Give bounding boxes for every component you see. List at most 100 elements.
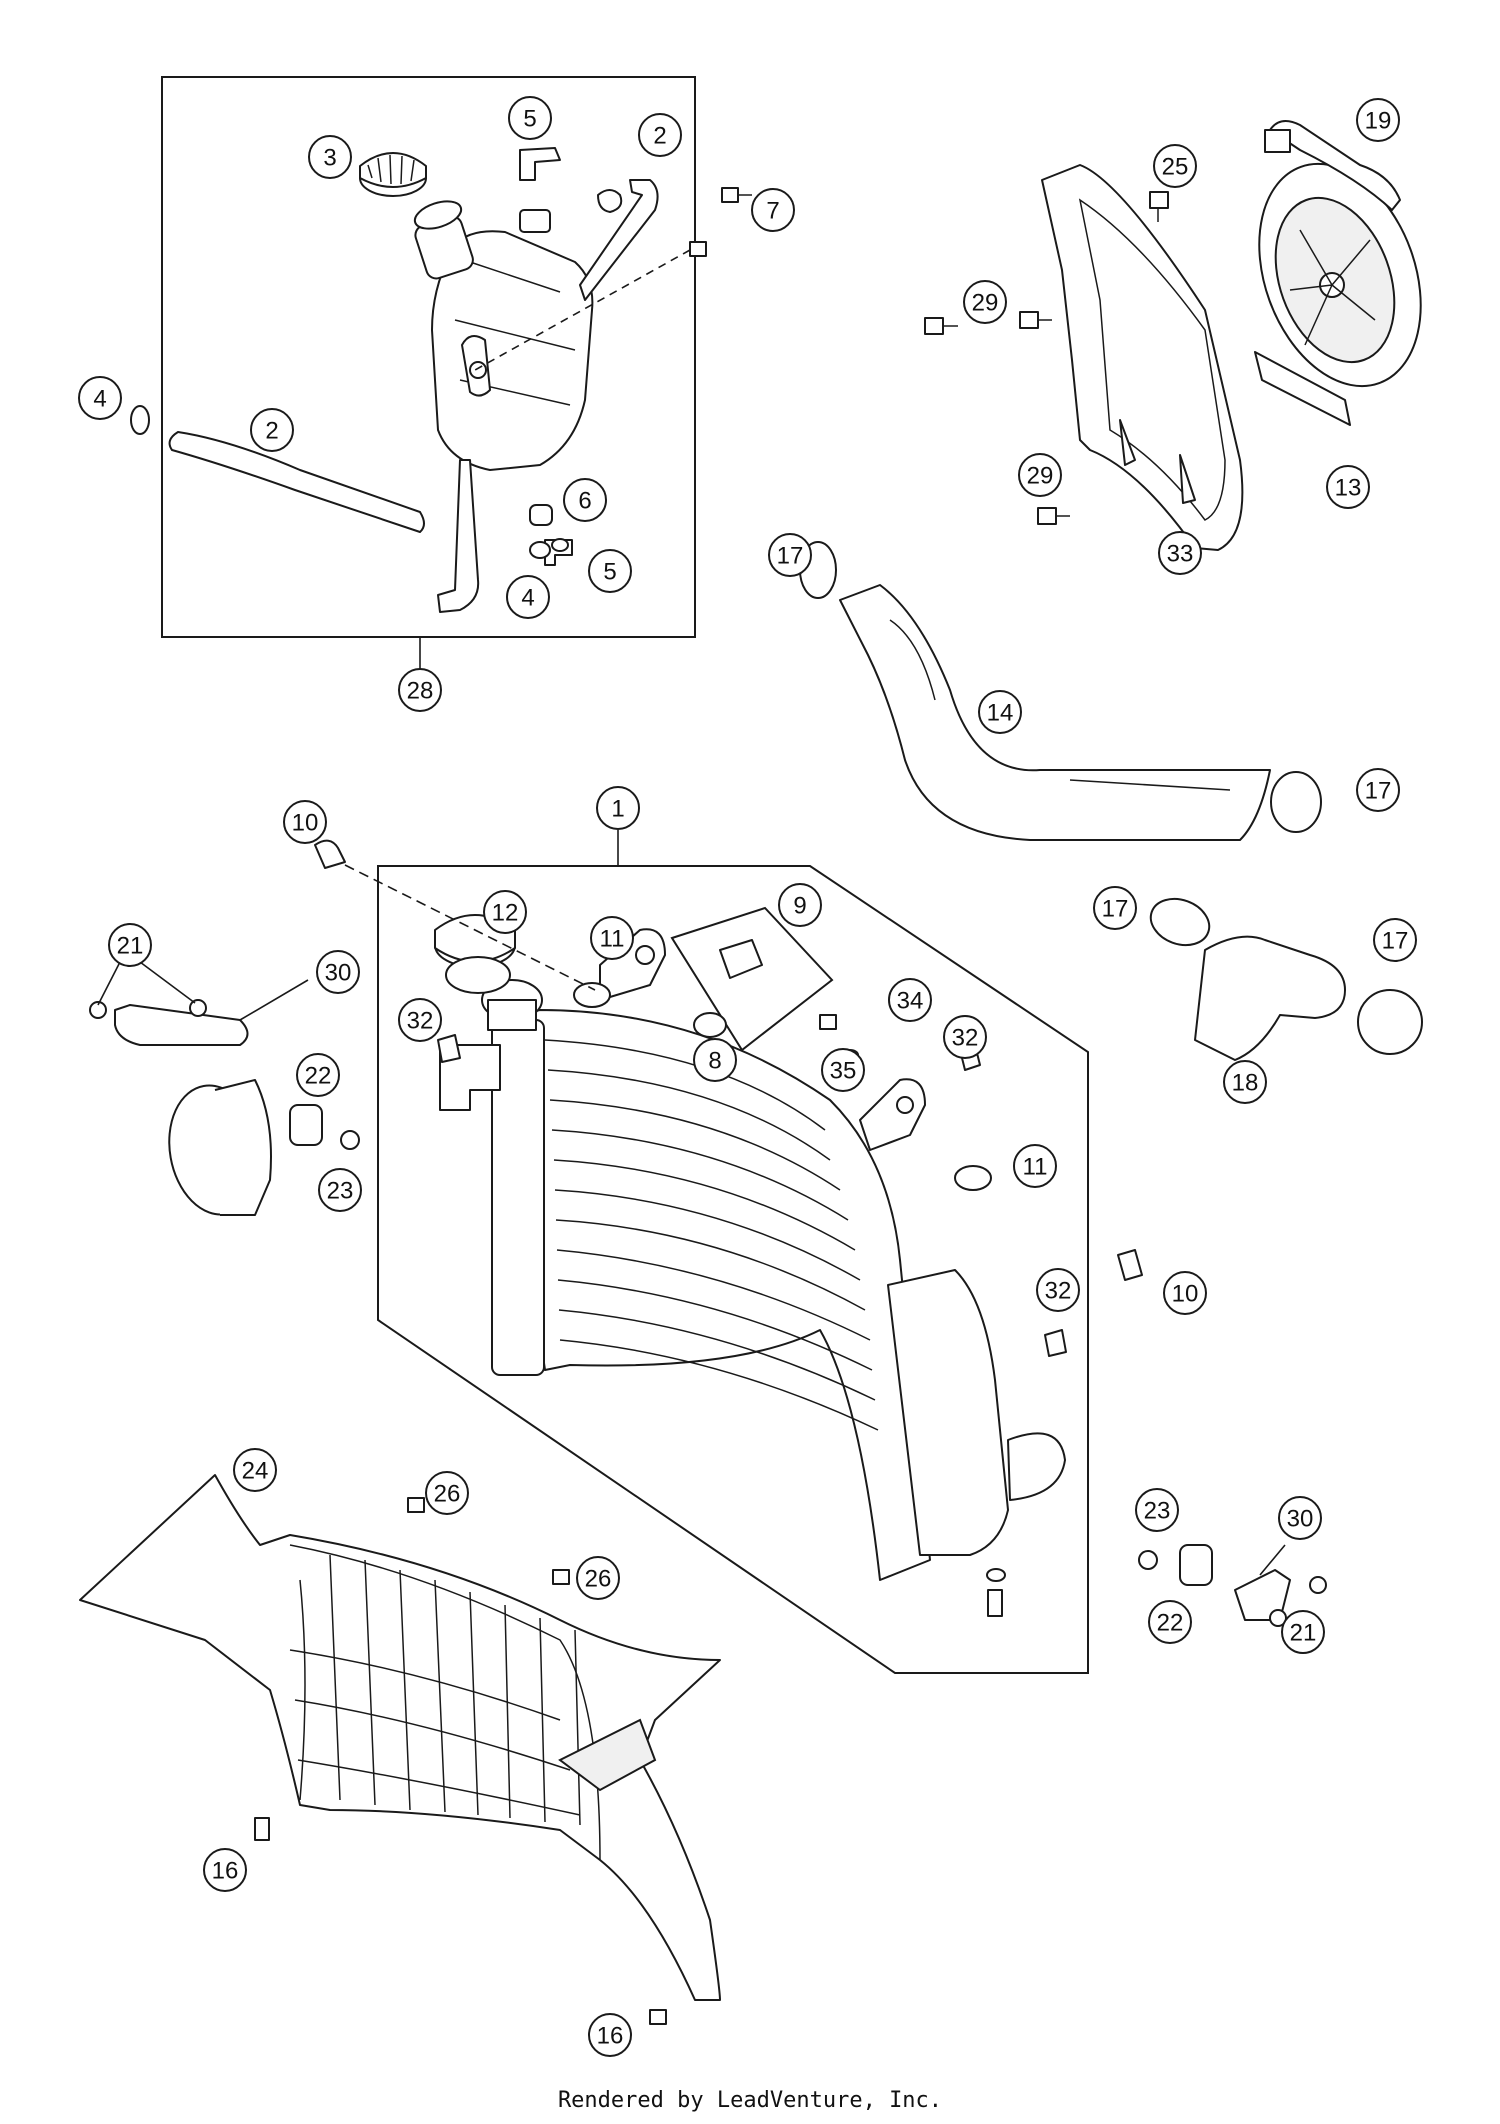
callout-5: 5: [508, 96, 552, 140]
callout-9: 9: [778, 883, 822, 927]
callout-circle: [296, 1053, 340, 1097]
callout-number: 11: [1023, 1154, 1048, 1181]
callout-circle: [693, 1038, 737, 1082]
callout-circle: [1373, 918, 1417, 962]
tank-hose-long: [168, 431, 425, 533]
callout-number: 4: [93, 386, 106, 413]
fan-gasket: [1254, 351, 1351, 426]
horn-bracket-right: [1234, 1569, 1291, 1621]
callout-number: 32: [407, 1008, 434, 1035]
callout-circle: [590, 916, 634, 960]
callout-number: 30: [325, 960, 352, 987]
callout-circle: [778, 883, 822, 927]
callout-21: 21: [1281, 1610, 1325, 1654]
callout-7: 7: [751, 188, 795, 232]
callout-circle: [203, 1848, 247, 1892]
callout-22: 22: [1148, 1600, 1192, 1644]
callout-number: 17: [1382, 928, 1409, 955]
callout-circle: [316, 950, 360, 994]
callout-number: 7: [766, 198, 779, 225]
callout-11: 11: [1013, 1144, 1057, 1188]
callout-number: 29: [1027, 463, 1054, 490]
callout-number: 26: [585, 1566, 612, 1593]
callout-number: 17: [1365, 778, 1392, 805]
callout-26: 26: [576, 1556, 620, 1600]
radiator-frame: [377, 865, 1089, 1674]
tank-hose-top: [579, 179, 659, 301]
callout-18: 18: [1223, 1060, 1267, 1104]
callout-10: 10: [283, 800, 327, 844]
callout-number: 25: [1162, 154, 1189, 181]
callout-number: 22: [305, 1063, 332, 1090]
callout-6: 6: [563, 478, 607, 522]
callout-number: 2: [653, 123, 666, 150]
callout-number: 35: [830, 1058, 857, 1085]
callout-circle: [1013, 1144, 1057, 1188]
callout-19: 19: [1356, 98, 1400, 142]
callout-number: 5: [603, 559, 616, 586]
callout-number: 14: [987, 700, 1014, 727]
callout-number: 9: [793, 893, 806, 920]
callout-circle: [1356, 768, 1400, 812]
callout-circle: [233, 1448, 277, 1492]
callout-17: 17: [768, 533, 812, 577]
callout-number: 2: [265, 418, 278, 445]
callout-number: 23: [1144, 1498, 1171, 1525]
grommet-upper: [573, 982, 611, 1008]
callout-number: 33: [1167, 541, 1194, 568]
callout-number: 5: [523, 106, 536, 133]
callout-number: 34: [897, 988, 924, 1015]
callout-number: 6: [578, 488, 591, 515]
callout-number: 16: [212, 1858, 239, 1885]
callout-number: 32: [952, 1025, 979, 1052]
callout-number: 17: [777, 543, 804, 570]
callout-30: 30: [316, 950, 360, 994]
horn-bracket-left: [114, 1004, 249, 1046]
callout-29: 29: [963, 280, 1007, 324]
callout-circle: [1158, 531, 1202, 575]
cooling-fan: [1258, 120, 1422, 388]
callout-circle: [508, 96, 552, 140]
callout-circle: [506, 575, 550, 619]
callout-number: 10: [292, 810, 319, 837]
rubber-mount-right: [1179, 1544, 1213, 1586]
callout-14: 14: [978, 690, 1022, 734]
callout-circle: [978, 690, 1022, 734]
callout-number: 16: [597, 2023, 624, 2050]
callout-circle: [576, 1556, 620, 1600]
callout-number: 19: [1365, 108, 1392, 135]
callout-30: 30: [1278, 1496, 1322, 1540]
callout-23: 23: [1135, 1488, 1179, 1532]
callout-number: 4: [521, 585, 534, 612]
callout-circle: [588, 2013, 632, 2057]
callout-17: 17: [1356, 768, 1400, 812]
callout-circle: [1135, 1488, 1179, 1532]
callout-circle: [283, 800, 327, 844]
callout-circle: [943, 1015, 987, 1059]
callout-number: 30: [1287, 1506, 1314, 1533]
callout-16: 16: [588, 2013, 632, 2057]
callout-2: 2: [638, 113, 682, 157]
hose-clamp-right: [1270, 771, 1322, 833]
callout-number: 12: [492, 900, 519, 927]
callout-circle: [1148, 1600, 1192, 1644]
callout-34: 34: [888, 978, 932, 1022]
callout-circle: [308, 135, 352, 179]
callout-circle: [1093, 886, 1137, 930]
temp-sensor-box: [670, 906, 834, 1052]
callout-circle: [563, 478, 607, 522]
expansion-tank-frame: [161, 76, 696, 638]
callout-circle: [596, 786, 640, 830]
footer-credit: Rendered by LeadVenture, Inc.: [557, 2088, 943, 2113]
callout-23: 23: [318, 1168, 362, 1212]
callout-circle: [588, 549, 632, 593]
callout-number: 32: [1045, 1278, 1072, 1305]
callout-circle: [1153, 144, 1197, 188]
callout-32: 32: [943, 1015, 987, 1059]
callout-circle: [751, 188, 795, 232]
callout-number: 21: [1290, 1620, 1317, 1647]
callout-number: 22: [1157, 1610, 1184, 1637]
callout-layer: 1223445567891010111112131416161717171718…: [78, 96, 1417, 2057]
callout-4: 4: [78, 376, 122, 420]
